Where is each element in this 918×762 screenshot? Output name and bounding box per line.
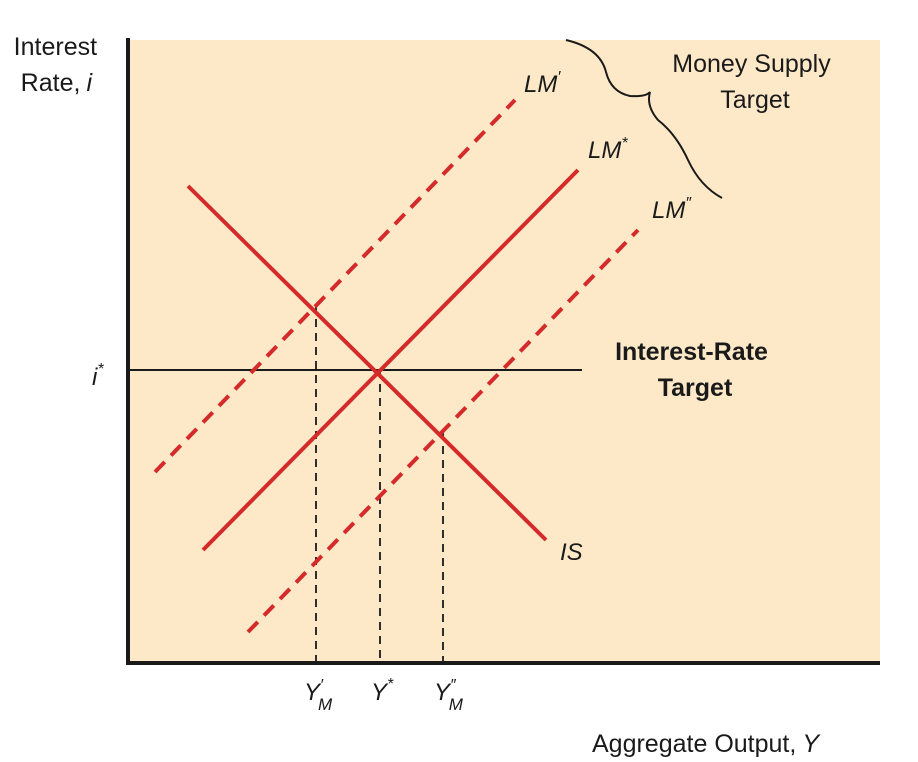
is-label: IS xyxy=(560,539,583,566)
ystar-tick-label: Y* xyxy=(371,676,394,706)
plot-background xyxy=(128,40,880,662)
lm-double-label: LM″ xyxy=(652,195,692,224)
i-star-tick-label: i* xyxy=(92,361,104,391)
money-supply-brace xyxy=(565,39,723,199)
lm-prime-curve xyxy=(153,98,517,474)
interest-rate-target-label: Interest-Rate Target xyxy=(615,338,775,402)
ym-double-tick-label: Y″M xyxy=(434,677,464,714)
is-curve xyxy=(186,184,548,542)
lm-star-label: LM* xyxy=(588,135,628,164)
lm-prime-label: LM′ xyxy=(524,69,561,98)
x-axis-title: Aggregate Output,Y xyxy=(592,730,821,758)
lm-double-curve xyxy=(246,228,640,634)
ym-prime-tick-label: Y′M xyxy=(304,677,333,714)
lm-star-curve xyxy=(201,168,580,552)
money-supply-target-label: Money Supply Target xyxy=(672,50,837,114)
y-axis-title: Interest Rate,i xyxy=(14,33,104,97)
